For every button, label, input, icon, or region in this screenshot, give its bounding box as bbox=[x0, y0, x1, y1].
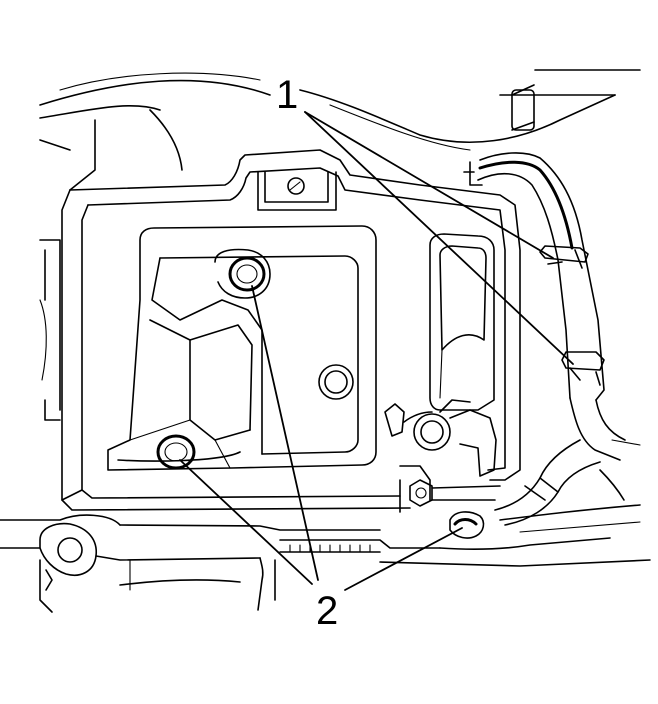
battery-tray bbox=[61, 149, 521, 511]
inner-recess bbox=[107, 225, 377, 471]
callout-2: 2 bbox=[316, 589, 338, 633]
left-structure bbox=[39, 119, 96, 421]
callout-1: 1 bbox=[276, 73, 298, 117]
hose-fitting bbox=[384, 399, 501, 513]
bracket-top bbox=[511, 84, 535, 131]
hose-clamp-upper bbox=[539, 245, 589, 269]
leader-lines-2 bbox=[179, 285, 463, 591]
lower-frame bbox=[0, 504, 651, 613]
tray-top-tab bbox=[257, 171, 337, 211]
leader-lines-1 bbox=[304, 111, 574, 365]
clip-lower-right bbox=[449, 511, 485, 539]
coolant-hose bbox=[463, 152, 641, 526]
hose-clamp-lower bbox=[561, 351, 605, 386]
fastener-upper bbox=[214, 248, 271, 299]
fastener-lower bbox=[156, 434, 196, 470]
upper-body-panel bbox=[39, 69, 641, 171]
